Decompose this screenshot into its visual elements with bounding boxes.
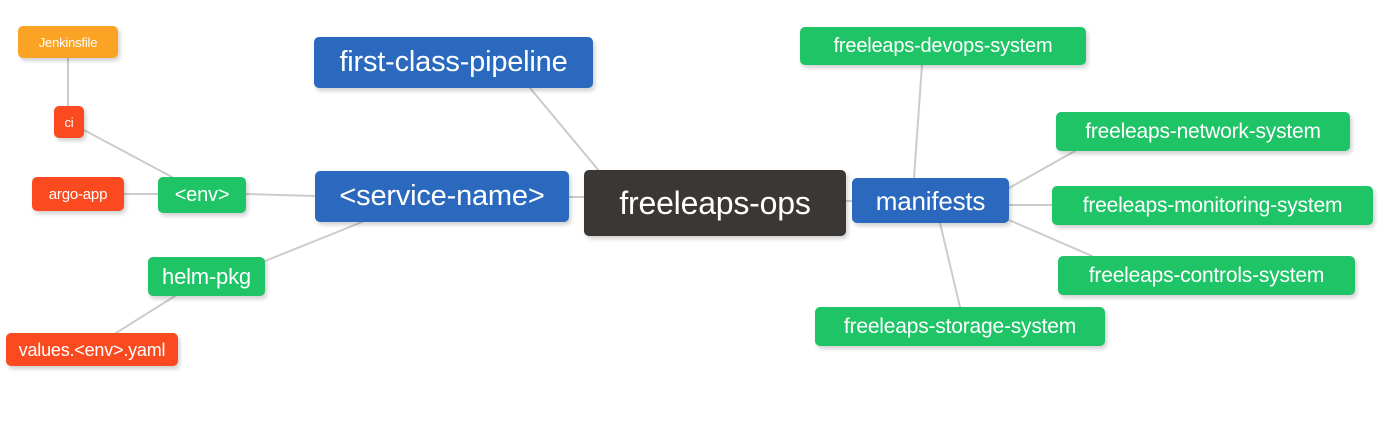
node-label-env: <env> <box>174 184 230 206</box>
edge-manifests-to-freeleaps-network-system <box>1008 150 1076 189</box>
node-argo-app[interactable]: argo-app <box>32 177 124 211</box>
node-label-first-class-pipeline: first-class-pipeline <box>339 46 568 78</box>
node-jenkinsfile[interactable]: Jenkinsfile <box>18 26 118 58</box>
node-label-values-env-yaml: values.<env>.yaml <box>18 339 166 360</box>
node-label-freeleaps-ops: freeleaps-ops <box>619 185 811 221</box>
node-label-service-name: <service-name> <box>339 180 545 212</box>
edge-env-to-ci <box>83 129 173 178</box>
node-service-name[interactable]: <service-name> <box>315 171 569 222</box>
edge-helm-pkg-to-values-env-yaml <box>115 295 176 334</box>
node-label-jenkinsfile: Jenkinsfile <box>38 34 98 50</box>
node-freeleaps-ops[interactable]: freeleaps-ops <box>584 170 846 236</box>
edge-manifests-to-freeleaps-storage-system <box>939 222 961 308</box>
node-freeleaps-monitoring-system[interactable]: freeleaps-monitoring-system <box>1052 186 1373 225</box>
node-label-freeleaps-devops-system: freeleaps-devops-system <box>833 35 1053 57</box>
node-freeleaps-controls-system[interactable]: freeleaps-controls-system <box>1058 256 1355 295</box>
node-helm-pkg[interactable]: helm-pkg <box>148 257 265 296</box>
node-label-ci: ci <box>64 114 74 130</box>
node-values-env-yaml[interactable]: values.<env>.yaml <box>6 333 178 366</box>
node-ci[interactable]: ci <box>54 106 84 138</box>
node-label-freeleaps-storage-system: freeleaps-storage-system <box>843 315 1077 338</box>
node-first-class-pipeline[interactable]: first-class-pipeline <box>314 37 593 88</box>
node-label-freeleaps-monitoring-system: freeleaps-monitoring-system <box>1082 194 1343 217</box>
node-manifests[interactable]: manifests <box>852 178 1009 223</box>
node-label-argo-app: argo-app <box>48 185 108 203</box>
node-freeleaps-storage-system[interactable]: freeleaps-storage-system <box>815 307 1105 346</box>
edge-service-name-to-helm-pkg <box>264 221 363 262</box>
node-freeleaps-devops-system[interactable]: freeleaps-devops-system <box>800 27 1086 65</box>
edge-manifests-to-freeleaps-controls-system <box>1008 219 1093 257</box>
node-label-helm-pkg: helm-pkg <box>162 263 251 289</box>
node-label-manifests: manifests <box>875 185 986 216</box>
node-env[interactable]: <env> <box>158 177 246 213</box>
node-label-freeleaps-network-system: freeleaps-network-system <box>1085 120 1321 143</box>
node-freeleaps-network-system[interactable]: freeleaps-network-system <box>1056 112 1350 151</box>
node-label-freeleaps-controls-system: freeleaps-controls-system <box>1088 264 1325 287</box>
edge-manifests-to-freeleaps-devops-system <box>913 64 923 179</box>
edge-freeleaps-ops-to-first-class-pipeline <box>529 87 601 173</box>
edge-service-name-to-env <box>245 193 316 197</box>
